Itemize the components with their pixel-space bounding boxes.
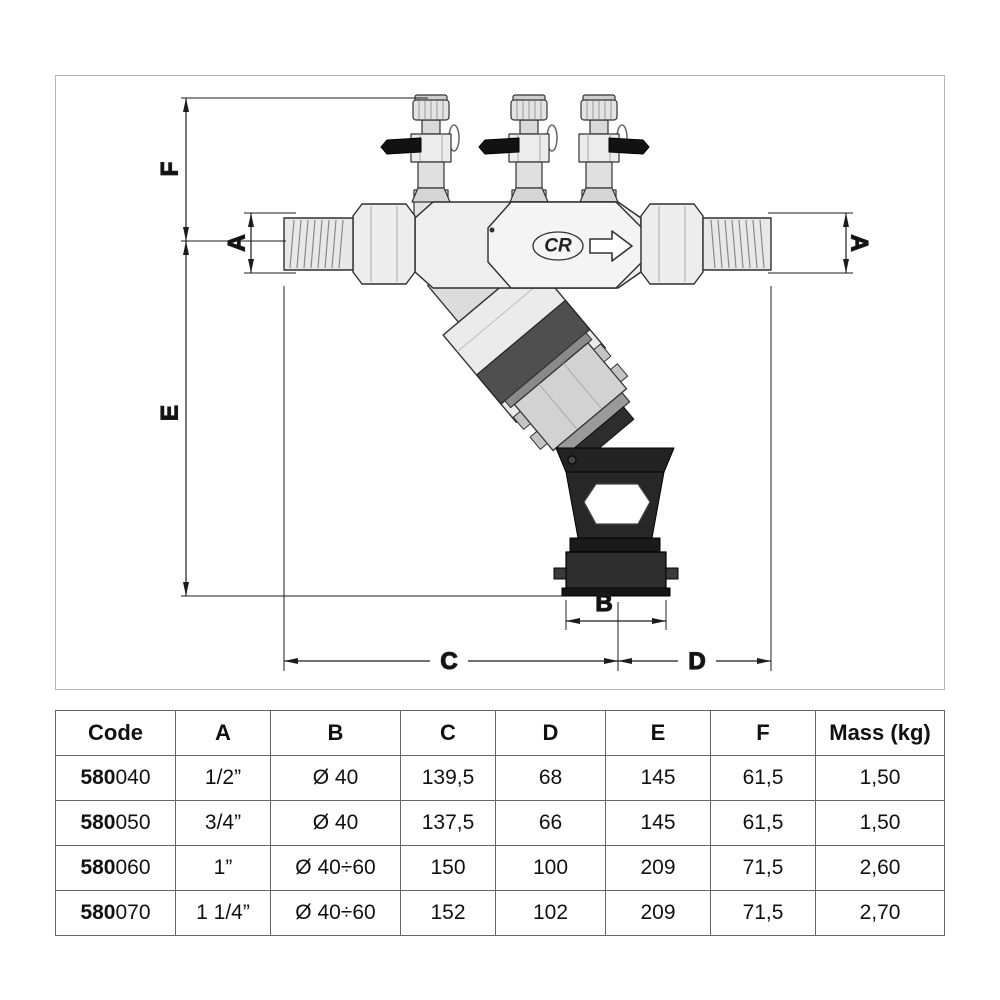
cell-e: 209 bbox=[605, 845, 711, 891]
cell-code: 580070 bbox=[55, 890, 176, 936]
cr-logo-oval bbox=[532, 231, 584, 261]
cock-lever-3 bbox=[608, 137, 650, 155]
valve-technical-drawing: CR F E A A B C D bbox=[156, 94, 873, 676]
cell-c: 150 bbox=[400, 845, 496, 891]
union-nut-right bbox=[640, 203, 704, 285]
dim-label-B: B bbox=[595, 590, 612, 617]
cell-c: 137,5 bbox=[400, 800, 496, 846]
technical-drawing-frame: CR F E A A B C D bbox=[55, 75, 945, 690]
col-header-f: F bbox=[710, 710, 816, 756]
cell-a: 1/2” bbox=[175, 755, 271, 801]
cell-f: 61,5 bbox=[710, 800, 816, 846]
cell-a: 1 1/4” bbox=[175, 890, 271, 936]
col-header-e: E bbox=[605, 710, 711, 756]
cell-c: 139,5 bbox=[400, 755, 496, 801]
cell-mass: 1,50 bbox=[815, 800, 945, 846]
drain-ring bbox=[569, 537, 661, 553]
drain-tundish bbox=[553, 447, 679, 597]
dim-label-A-right: A bbox=[846, 234, 873, 251]
col-header-d: D bbox=[495, 710, 606, 756]
cell-d: 66 bbox=[495, 800, 606, 846]
cell-a: 3/4” bbox=[175, 800, 271, 846]
dim-label-F: F bbox=[157, 162, 184, 177]
dim-label-D: D bbox=[688, 648, 705, 675]
cock-lever-1 bbox=[380, 137, 422, 155]
dim-label-C: C bbox=[440, 648, 457, 675]
male-thread-right bbox=[702, 217, 772, 271]
cell-code: 580040 bbox=[55, 755, 176, 801]
cell-f: 61,5 bbox=[710, 755, 816, 801]
cell-a: 1” bbox=[175, 845, 271, 891]
cell-d: 100 bbox=[495, 845, 606, 891]
flow-direction-arrow-icon bbox=[589, 230, 633, 262]
cell-e: 209 bbox=[605, 890, 711, 936]
cell-code: 580060 bbox=[55, 845, 176, 891]
union-nut-left bbox=[352, 203, 416, 285]
table-row: 580060 1” Ø 40÷60 150 100 209 71,5 2,60 bbox=[55, 845, 945, 891]
cell-e: 145 bbox=[605, 755, 711, 801]
table-row: 580050 3/4” Ø 40 137,5 66 145 61,5 1,50 bbox=[55, 800, 945, 846]
cock-lever-2 bbox=[478, 137, 520, 155]
cell-c: 152 bbox=[400, 890, 496, 936]
col-header-mass: Mass (kg) bbox=[815, 710, 945, 756]
cell-e: 145 bbox=[605, 800, 711, 846]
cell-mass: 2,70 bbox=[815, 890, 945, 936]
cell-d: 68 bbox=[495, 755, 606, 801]
drain-base bbox=[565, 551, 667, 593]
check-cartridge bbox=[426, 235, 635, 464]
cell-mass: 1,50 bbox=[815, 755, 945, 801]
male-thread-left bbox=[283, 217, 354, 271]
cell-b: Ø 40÷60 bbox=[270, 890, 401, 936]
table-row: 580070 1 1/4” Ø 40÷60 152 102 209 71,5 2… bbox=[55, 890, 945, 936]
cell-code: 580050 bbox=[55, 800, 176, 846]
valve-center-face bbox=[487, 201, 643, 289]
cell-f: 71,5 bbox=[710, 845, 816, 891]
table-header-row: Code A B C D E F Mass (kg) bbox=[55, 710, 945, 756]
dimension-table: Code A B C D E F Mass (kg) 580040 1/2” Ø… bbox=[55, 710, 945, 936]
cr-logo: CR bbox=[544, 236, 572, 257]
dim-label-E: E bbox=[157, 405, 184, 421]
cell-f: 71,5 bbox=[710, 890, 816, 936]
col-header-code: Code bbox=[55, 710, 176, 756]
cell-b: Ø 40 bbox=[270, 755, 401, 801]
dim-label-A-left: A bbox=[224, 234, 251, 251]
cell-b: Ø 40÷60 bbox=[270, 845, 401, 891]
cell-d: 102 bbox=[495, 890, 606, 936]
valve-body-group: CR bbox=[283, 94, 772, 597]
col-header-c: C bbox=[400, 710, 496, 756]
cell-mass: 2,60 bbox=[815, 845, 945, 891]
cell-b: Ø 40 bbox=[270, 800, 401, 846]
tundish-window bbox=[583, 483, 651, 525]
dimension-lines: F E A A B C D bbox=[156, 97, 873, 676]
col-header-a: A bbox=[175, 710, 271, 756]
table-row: 580040 1/2” Ø 40 139,5 68 145 61,5 1,50 bbox=[55, 755, 945, 801]
col-header-b: B bbox=[270, 710, 401, 756]
